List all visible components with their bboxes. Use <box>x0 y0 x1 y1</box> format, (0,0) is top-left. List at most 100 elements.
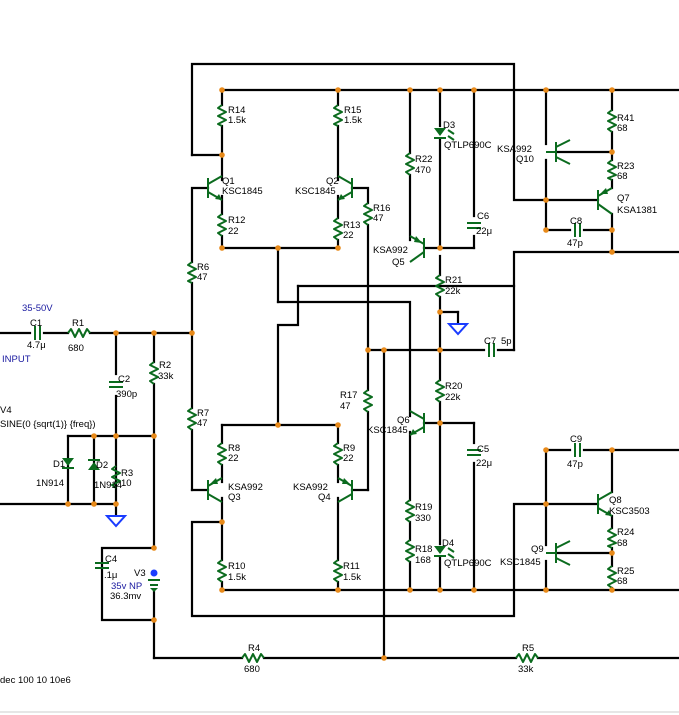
r25-ref: R25 <box>617 566 634 577</box>
c2-value: 390p <box>116 389 137 400</box>
q2-value: KSC1845 <box>295 186 336 197</box>
r20-ref: R20 <box>445 381 462 392</box>
r11-value: 1.5k <box>343 572 361 583</box>
r2-value: 33k <box>158 371 174 382</box>
ground-icon <box>104 515 128 528</box>
resistor-R24 <box>607 527 617 549</box>
r10-ref: R10 <box>228 561 245 572</box>
r4-value: 680 <box>244 664 260 675</box>
r15-ref: R15 <box>344 105 361 116</box>
transistor-Q7 <box>597 187 613 215</box>
capacitor-C5 <box>467 449 481 456</box>
c7-ref: C7 <box>484 336 496 347</box>
resistor-R10 <box>217 559 227 583</box>
diode-D2 <box>88 459 100 470</box>
r7-ref: R7 <box>197 408 209 419</box>
resistor-R19 <box>405 499 415 523</box>
resistor-R17 <box>363 389 373 413</box>
capacitors <box>34 222 581 569</box>
r22-ref: R22 <box>415 154 432 165</box>
transistor-Q1 <box>207 175 223 201</box>
c8-value: 47p <box>567 238 583 249</box>
c2-ref: C2 <box>118 374 130 385</box>
resistor-R4 <box>241 653 265 663</box>
d1-value: 1N914 <box>36 478 64 489</box>
r41-ref: R41 <box>617 113 634 124</box>
transistor-Q10 <box>546 139 571 165</box>
resistor-R1 <box>67 328 91 338</box>
r41-value: 68 <box>617 123 628 134</box>
v3-value: 36.3mv <box>110 591 141 602</box>
v4-ref: V4 <box>0 405 12 416</box>
sine-spec: SINE(0 {sqrt(1)} {freq}) <box>0 419 96 430</box>
transistor-Q2 <box>337 175 353 201</box>
v3-ref: V3 <box>134 568 146 579</box>
r1-ref: R1 <box>72 318 84 329</box>
r18-value: 168 <box>415 555 431 566</box>
resistor-R25 <box>607 565 617 589</box>
transistor-Q6 <box>409 410 425 436</box>
r23-value: 68 <box>617 171 628 182</box>
resistor-R15 <box>333 104 343 127</box>
transistor-Q4 <box>337 477 353 503</box>
c4-value: .1μ <box>104 570 117 581</box>
ground-symbols <box>104 323 470 528</box>
resistor-R8 <box>217 442 227 466</box>
d1-ref: D1 <box>53 459 65 470</box>
resistor-R22 <box>405 152 415 176</box>
q4-ref: Q4 <box>318 492 331 503</box>
resistor-R9 <box>333 442 343 466</box>
wires <box>0 62 679 660</box>
resistor-R12 <box>217 213 227 237</box>
q5-ref: Q5 <box>392 257 405 268</box>
resistor-R6 <box>187 261 197 284</box>
capacitor-C1 <box>34 326 41 340</box>
r9-ref: R9 <box>343 443 355 454</box>
r13-value: 22 <box>343 230 354 241</box>
capacitor-C9 <box>574 443 581 457</box>
c9-value: 47p <box>567 459 583 470</box>
r23-ref: R23 <box>617 161 634 172</box>
resistor-R11 <box>333 559 343 583</box>
r9-value: 22 <box>343 453 354 464</box>
transistor-Q8 <box>597 491 613 517</box>
transistor-Q9 <box>546 540 571 566</box>
labels: 35-50V INPUT C1 4.7μ R1 680 C2 390p R2 3… <box>0 105 657 686</box>
input-label: INPUT <box>2 354 31 365</box>
r17-value: 47 <box>340 401 351 412</box>
r6-value: 47 <box>197 272 208 283</box>
r12-value: 22 <box>228 226 239 237</box>
resistor-R20 <box>435 379 445 403</box>
r22-value: 470 <box>415 165 431 176</box>
c4-ref: C4 <box>105 554 117 565</box>
r17-ref: R17 <box>340 390 357 401</box>
r5-value: 33k <box>518 664 534 675</box>
r3-value: 10 <box>121 478 132 489</box>
q5-value: KSA992 <box>373 245 408 256</box>
r10-value: 1.5k <box>228 572 246 583</box>
r24-ref: R24 <box>617 527 634 538</box>
d3-ref: D3 <box>443 120 455 131</box>
r25-value: 68 <box>617 576 628 587</box>
q1-ref: Q1 <box>222 176 235 187</box>
r21-ref: R21 <box>445 275 462 286</box>
q7-value: KSA1381 <box>617 205 657 216</box>
q4-value: KSA992 <box>293 482 328 493</box>
r7-value: 47 <box>197 418 208 429</box>
q2-ref: Q2 <box>326 176 339 187</box>
resistor-R41 <box>607 109 617 133</box>
resistor-R2 <box>149 361 159 385</box>
r12-ref: R12 <box>228 215 245 226</box>
resistor-R3 <box>111 465 121 489</box>
supply-label: 35-50V <box>22 303 53 314</box>
ground-icon <box>446 323 470 336</box>
q1-value: KSC1845 <box>222 186 263 197</box>
r18-ref: R18 <box>415 544 432 555</box>
resistor-R13 <box>333 217 343 241</box>
d2-value: 1N914 <box>94 480 122 491</box>
resistor-R7 <box>187 407 197 431</box>
c5-value: 22μ <box>476 458 492 469</box>
q9-value: KSC1845 <box>500 557 541 568</box>
c6-value: 22μ <box>476 226 492 237</box>
